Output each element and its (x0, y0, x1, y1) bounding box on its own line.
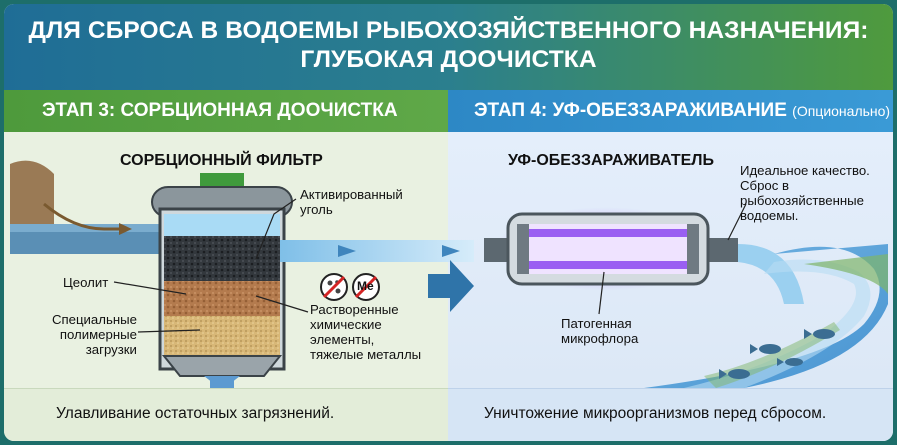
sorption-filter-title: СОРБЦИОННЫЙ ФИЛЬТР (120, 152, 323, 169)
inlet-pipe (10, 160, 174, 254)
stage3-leaders (113, 198, 309, 333)
fish-icons (719, 329, 835, 379)
pollutant-icons (320, 273, 380, 301)
sorption-filter (151, 173, 293, 390)
polymer-layer-label: Специальные полимерные загрузки (52, 312, 137, 357)
stage4-caption: Уничтожение микроорганизмов перед сбросо… (484, 405, 827, 422)
stage-transition-arrow (428, 260, 474, 312)
stage3-caption: Улавливание остаточных загрязнений. (56, 405, 335, 422)
pollutants-label: Растворенные химические элементы, тяжелы… (310, 302, 422, 362)
river-outfall (644, 244, 888, 388)
stage3-band: ЭТАП 3: СОРБЦИОННАЯ ДООЧИСТКА (4, 90, 448, 132)
carbon-layer-label: Активированный уголь (300, 187, 403, 217)
stage4-band: ЭТАП 4: УФ-ОБЕЗЗАРАЖИВАНИЕ (Опционально) (448, 90, 893, 132)
quality-note: Идеальное качество. Сброс в рыбохозяйств… (740, 163, 870, 223)
stage3-title: ЭТАП 3: СОРБЦИОННАЯ ДООЧИСТКА (42, 100, 398, 121)
page-title: ДЛЯ СБРОСА В ВОДОЕМЫ РЫБОХОЗЯЙСТВЕННОГО … (4, 16, 893, 74)
stage4-optional: (Опционально) (792, 103, 891, 119)
stage4-caption-bar: Уничтожение микроорганизмов перед сбросо… (448, 388, 893, 441)
metal-icon-label: Me (357, 279, 374, 293)
uv-sterilizer (484, 203, 747, 315)
stage3-caption-bar: Улавливание остаточных загрязнений. (4, 388, 448, 441)
uv-sterilizer-title: УФ-ОБЕЗЗАРАЖИВАТЕЛЬ (508, 152, 715, 169)
infographic-frame: ДЛЯ СБРОСА В ВОДОЕМЫ РЫБОХОЗЯЙСТВЕННОГО … (4, 4, 893, 441)
pathogen-label: Патогенная микрофлора (561, 316, 639, 346)
zeolite-layer-label: Цеолит (63, 275, 109, 290)
stage4-title: ЭТАП 4: УФ-ОБЕЗЗАРАЖИВАНИЕ (474, 100, 787, 121)
diagram-art (10, 160, 888, 390)
title-line-2: ГЛУБОКАЯ ДООЧИСТКА (300, 46, 597, 73)
title-line-1: ДЛЯ СБРОСА В ВОДОЕМЫ РЫБОХОЗЯЙСТВЕННОГО … (28, 17, 869, 44)
stage4-title-wrap: ЭТАП 4: УФ-ОБЕЗЗАРАЖИВАНИЕ (Опционально) (474, 100, 890, 122)
header: ДЛЯ СБРОСА В ВОДОЕМЫ РЫБОХОЗЯЙСТВЕННОГО … (4, 4, 893, 90)
treated-water-stream (280, 240, 474, 262)
